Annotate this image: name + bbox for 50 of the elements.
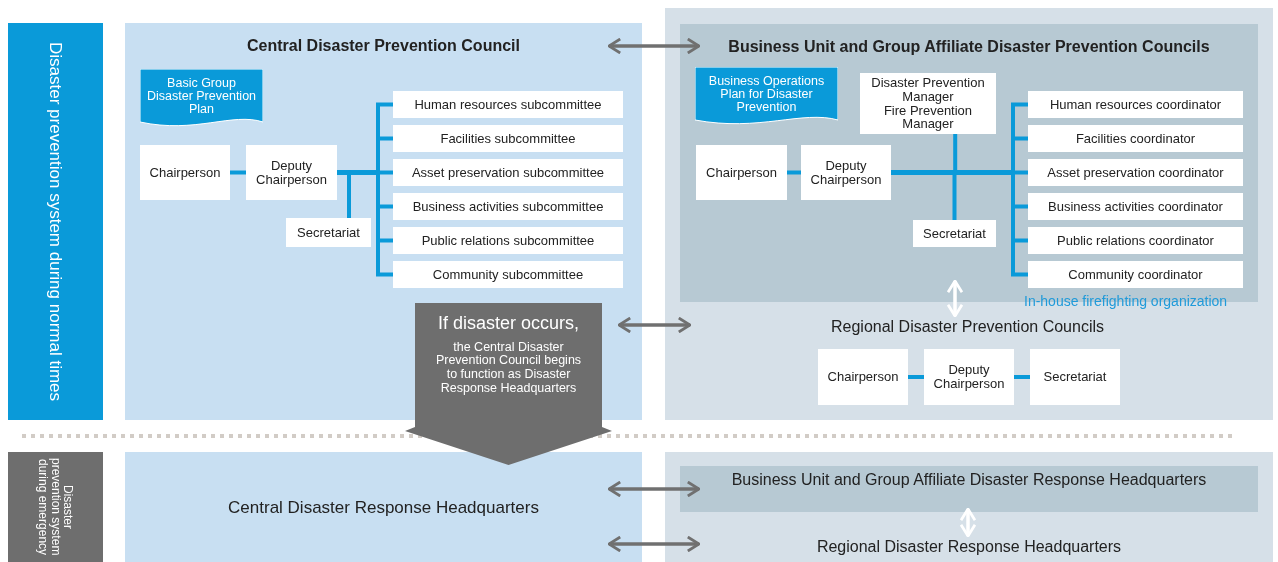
side-label: Disaster prevention system during emergency [36, 457, 75, 558]
org-box: Business activities coordinator [1028, 193, 1243, 220]
org-box: Deputy Chairperson [924, 349, 1014, 405]
council-panel [125, 452, 642, 562]
double-arrow [617, 316, 692, 334]
org-box: Facilities subcommittee [393, 125, 623, 152]
council-panel [665, 452, 1273, 562]
org-box: Business activities subcommittee [393, 193, 623, 220]
arrow-heading: If disaster occurs, [436, 313, 580, 335]
panel-title: Central Disaster Prevention Council [246, 37, 521, 56]
org-box: Deputy Chairperson [801, 145, 891, 200]
org-box: Secretariat [286, 218, 371, 247]
panel-title: Business Unit and Group Affiliate Disaster Prevention Councils [727, 38, 1211, 57]
org-box: Public relations coordinator [1028, 227, 1243, 254]
org-box: Public relations subcommittee [393, 227, 623, 254]
org-box: Chairperson [818, 349, 908, 405]
organization-note: In-house firefighting organization [1024, 293, 1228, 309]
connector-line [230, 170, 246, 175]
panel-title: Central Disaster Response Headquarters [227, 498, 540, 518]
org-box: Community subcommittee [393, 261, 623, 288]
org-box: Chairperson [140, 145, 230, 200]
section-title: Regional Disaster Prevention Councils [780, 317, 1155, 337]
council-panel [680, 466, 1258, 512]
org-box: Human resources subcommittee [393, 91, 623, 118]
side-label: Disaster prevention system during normal times [46, 42, 65, 401]
org-box: Community coordinator [1028, 261, 1243, 288]
double-arrow [959, 507, 977, 538]
section-title: Regional Disaster Response Headquarters [760, 537, 1178, 557]
council-panel [125, 23, 642, 420]
org-box: Secretariat [1030, 349, 1120, 405]
double-arrow [607, 535, 701, 553]
double-arrow [607, 37, 701, 55]
connector-line [1014, 375, 1030, 379]
org-box: Deputy Chairperson [246, 145, 337, 200]
org-box: Chairperson [696, 145, 787, 200]
side-band [8, 23, 103, 420]
connector-line [787, 170, 801, 175]
panel-title: Business Unit and Group Affiliate Disaster Response Headquarters [730, 471, 1208, 490]
org-box: Facilities coordinator [1028, 125, 1243, 152]
double-arrow [946, 279, 964, 318]
side-band [8, 452, 103, 562]
council-panel [665, 8, 1273, 420]
org-box: Secretariat [913, 220, 996, 247]
connector-line [908, 375, 924, 379]
double-arrow [607, 480, 701, 498]
org-box: Disaster Prevention Manager Fire Prevention Manager [860, 73, 996, 134]
arrow-text: the Central Disaster Prevention Council begins to function as Disaster Response Headquarters [434, 340, 583, 396]
org-box: Human resources coordinator [1028, 91, 1243, 118]
org-box: Asset preservation subcommittee [393, 159, 623, 186]
org-box: Asset preservation coordinator [1028, 159, 1243, 186]
